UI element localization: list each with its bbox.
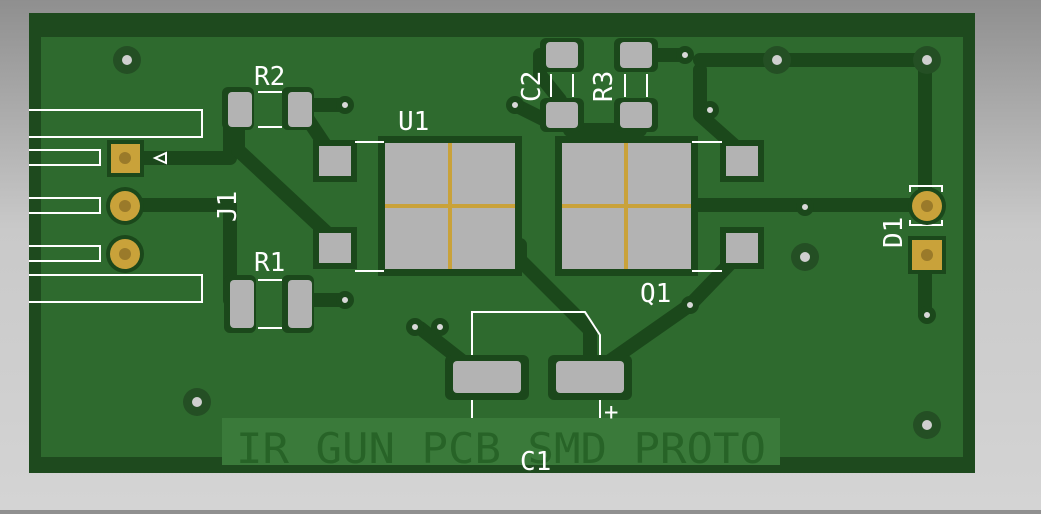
silk-title-block [222,418,780,465]
c2-footprint [540,38,584,132]
via [336,96,354,114]
via [506,96,524,114]
r3-footprint [614,38,658,132]
via [431,318,449,336]
mounting-holes [113,46,941,439]
silk-title-text: IR GUN PCB SMD PROTO [236,424,766,473]
via [681,296,699,314]
r2-pad-1 [228,92,252,127]
j1-silkscreen [29,109,203,303]
label-r1: R1 [254,248,285,278]
r2-footprint [222,87,314,130]
c1-polarity-mark: + [604,398,618,426]
via [336,291,354,309]
c2-pad-2 [546,102,578,128]
r1-pad-2 [288,280,312,328]
c1-footprint [445,311,632,439]
label-q1: Q1 [640,279,671,309]
u1-pad-source [319,233,351,263]
label-r3: R3 [589,71,619,102]
label-j1: J1 [213,191,243,222]
via [676,46,694,64]
c2-pad-1 [546,42,578,68]
c1-pad-pos [556,361,624,393]
label-c1: C1 [520,447,551,477]
via [406,318,424,336]
via [796,198,814,216]
label-r2: R2 [254,62,285,92]
u1-pad-gate [319,146,351,176]
label-u1: U1 [398,107,429,137]
via [701,101,719,119]
u1-footprint [313,136,522,276]
j1-pads [106,140,144,273]
r3-pad-2 [620,102,652,128]
r1-pad-1 [230,280,254,328]
c1-pad-neg [453,361,521,393]
reference-designators: R2 R1 U1 Q1 C1 + C2 R3 J1 D1 [213,62,909,477]
r1-footprint [224,275,314,333]
label-d1: D1 [879,217,909,248]
q1-pad-source [726,233,758,263]
d1-footprint [908,185,946,274]
vias [336,46,936,336]
r3-pad-1 [620,42,652,68]
via [918,306,936,324]
q1-footprint [555,136,764,276]
q1-pad-gate [726,146,758,176]
r2-pad-2 [288,92,312,127]
label-c2: C2 [517,71,547,102]
